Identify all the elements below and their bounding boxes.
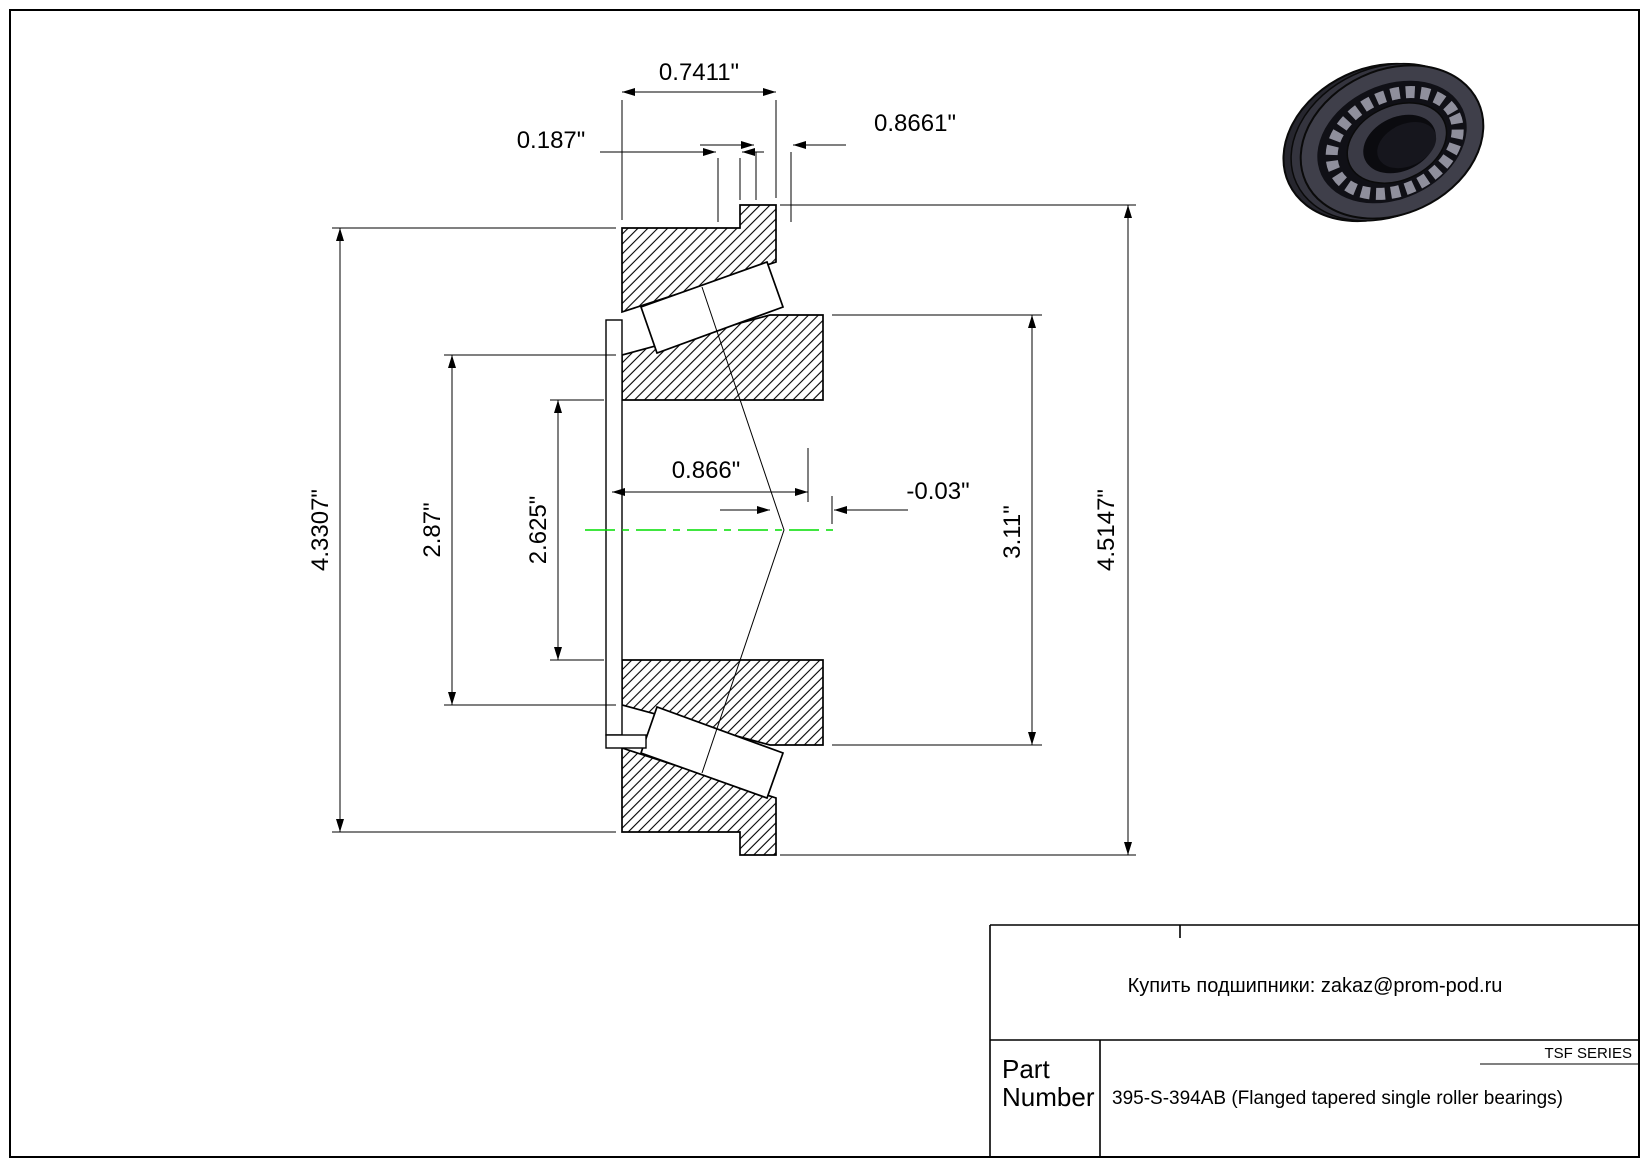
dim-label-flange-width: 0.187": [517, 127, 586, 154]
dim-label-cone-width: 0.866": [672, 457, 741, 484]
dim-label-rib-diameter: 3.11": [999, 505, 1026, 558]
dim-cup-width: 0.7411": [621, 59, 777, 220]
dim-label-bore-diameter: 2.625": [525, 496, 552, 565]
cross-section-view: [585, 204, 838, 856]
bearing-3d-thumbnail: [1282, 62, 1485, 223]
roller-bottom: [639, 705, 785, 800]
roller-top: [639, 260, 785, 355]
dim-label-standout: -0.03": [906, 478, 969, 505]
dim-label-cup-outer-diameter: 4.3307": [307, 489, 334, 571]
series-label: TSF SERIES: [1544, 1045, 1632, 1062]
cup-top-section: [621, 204, 777, 314]
dim-label-overall-width: 0.8661": [874, 110, 956, 137]
contact-text: Купить подшипники: zakaz@prom-pod.ru: [1128, 975, 1503, 997]
dim-flange-outer-diameter: 4.5147": [780, 204, 1136, 856]
dim-label-cone-back-diameter: 2.87": [419, 502, 446, 557]
seal-sleeve: [605, 319, 623, 736]
part-label-line1: Part: [1002, 1054, 1050, 1084]
dim-label-flange-outer-diameter: 4.5147": [1093, 489, 1120, 571]
dim-cup-outer-diameter: 4.3307": [307, 227, 616, 833]
dim-overall-width: 0.8661": [700, 110, 956, 222]
bearing-bore-wall: [1377, 121, 1437, 169]
dim-label-cup-width: 0.7411": [659, 59, 739, 86]
title-block: Купить подшипники: zakaz@prom-pod.ru TSF…: [989, 924, 1639, 1157]
dim-rib-diameter: 3.11": [832, 314, 1042, 746]
dim-cone-width: 0.866": [612, 448, 809, 502]
part-number-text: 395-S-394AB (Flanged tapered single roll…: [1112, 1088, 1563, 1109]
dim-bore-diameter: 2.625": [525, 399, 604, 661]
dim-flange-width: 0.187": [517, 127, 764, 222]
dim-standout: -0.03": [720, 478, 970, 524]
sheet-border: [9, 9, 1640, 1158]
part-label-line2: Number: [1002, 1082, 1095, 1112]
dim-cone-back-diameter: 2.87": [419, 354, 616, 706]
apex-construction-lines: [701, 286, 785, 774]
seal-sleeve-foot: [605, 734, 647, 749]
dimension-annotations: 0.7411" 0.187" 0.8661" 0.866": [307, 59, 1136, 856]
